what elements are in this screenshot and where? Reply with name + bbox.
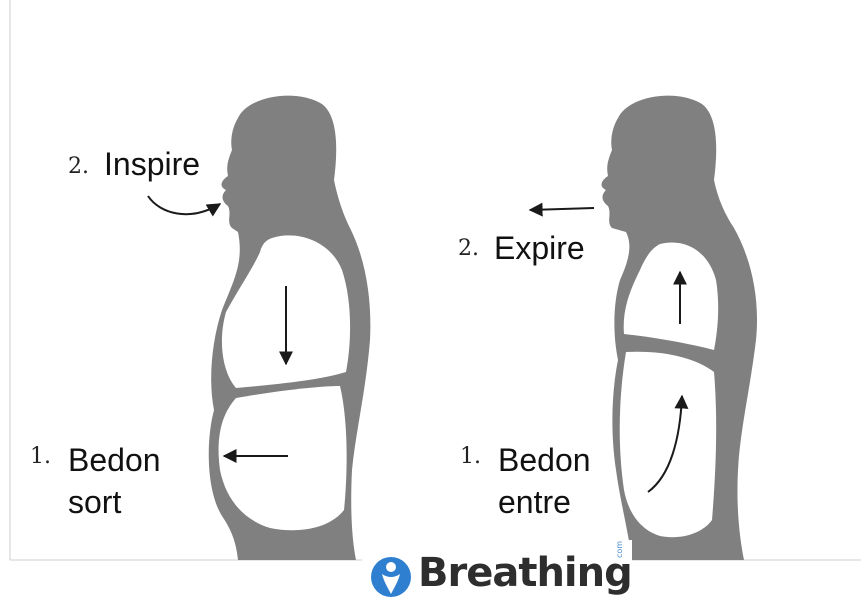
right-step1-line2: entre bbox=[498, 486, 571, 518]
right-silhouette bbox=[602, 96, 757, 560]
right-step1-line1: Bedon bbox=[498, 444, 591, 476]
exhale-arrow bbox=[530, 208, 594, 210]
right-step2-number: 2. bbox=[458, 238, 479, 260]
logo-person-icon bbox=[368, 554, 414, 600]
right-belly-cavity bbox=[620, 352, 716, 538]
left-step1-line1: Bedon bbox=[68, 444, 161, 476]
left-silhouette bbox=[209, 96, 371, 560]
left-step1-line2: sort bbox=[68, 486, 121, 518]
left-step2-label: Inspire bbox=[104, 148, 200, 180]
left-step1-number: 1. bbox=[30, 446, 51, 468]
left-step2-number: 2. bbox=[68, 156, 89, 178]
inhale-arrow bbox=[148, 196, 220, 214]
logo-suffix: com bbox=[615, 541, 624, 558]
right-step2-label: Expire bbox=[494, 232, 585, 264]
breathing-logo: Breathing com bbox=[362, 540, 632, 610]
logo-text: Breathing bbox=[418, 550, 632, 596]
right-step1-number: 1. bbox=[460, 446, 481, 468]
